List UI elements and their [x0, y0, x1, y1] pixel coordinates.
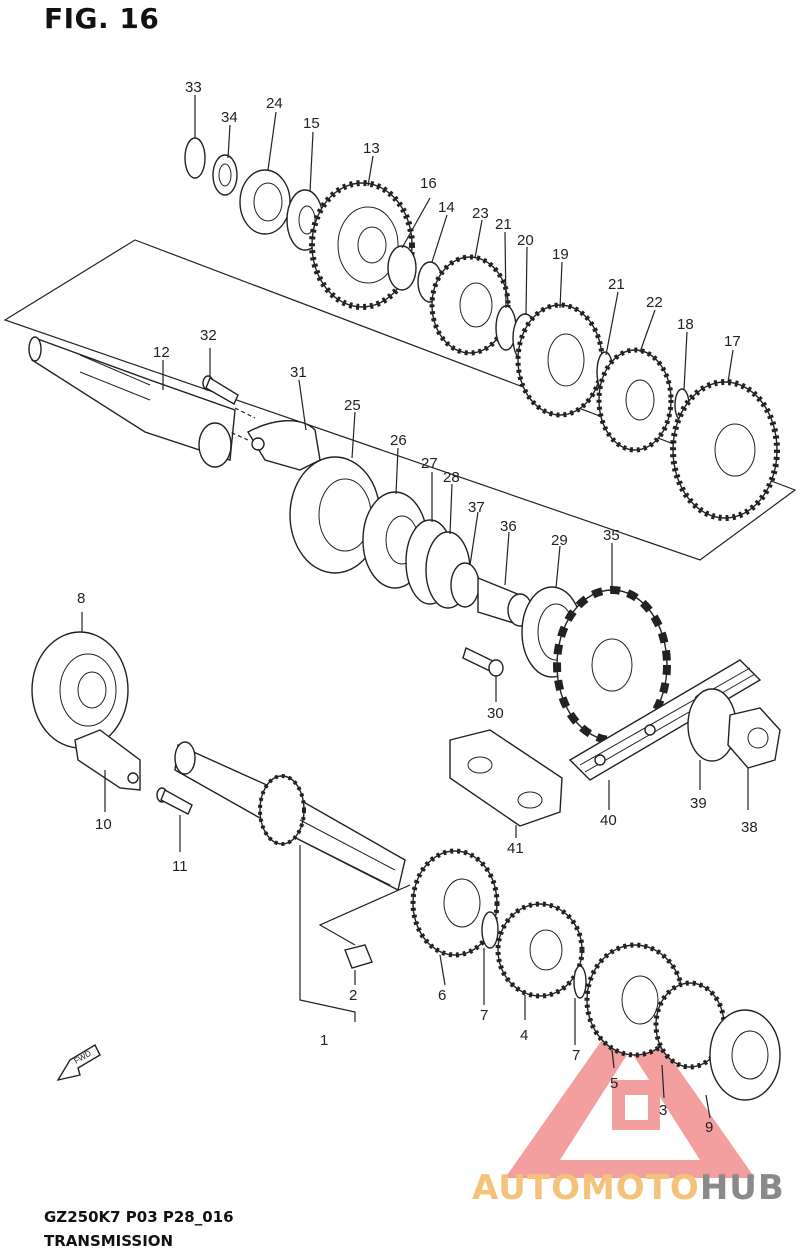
callout-c6: 6 [438, 987, 446, 1004]
callout-c18: 18 [677, 316, 694, 333]
section-title: TRANSMISSION [44, 1232, 174, 1250]
watermark-text-part2: HUB [699, 1168, 785, 1208]
callout-c41: 41 [507, 840, 524, 857]
callout-c16: 16 [420, 175, 437, 192]
callout-c7b: 7 [572, 1047, 580, 1064]
callout-c7a: 7 [480, 1007, 488, 1024]
callout-c30: 30 [487, 705, 504, 722]
callout-c25: 25 [344, 397, 361, 414]
callout-c13: 13 [363, 140, 380, 157]
upper-gear-train [184, 137, 780, 521]
o-ring-37 [450, 562, 480, 608]
bearing-9 [709, 1009, 781, 1101]
callout-c37: 37 [468, 499, 485, 516]
callout-c9: 9 [705, 1119, 713, 1136]
gear-13 [309, 180, 415, 310]
gear-6 [410, 848, 500, 958]
callout-c26: 26 [390, 432, 407, 449]
callout-c24: 24 [266, 95, 283, 112]
bearing-8 [31, 631, 129, 749]
needle-bearing-16 [387, 245, 417, 291]
bolt-32 [202, 375, 239, 405]
callout-c36: 36 [500, 518, 517, 535]
callout-c5: 5 [610, 1075, 618, 1092]
figure-title: FIG. 16 [44, 2, 160, 35]
callout-c14: 14 [438, 199, 455, 216]
callout-c31: 31 [290, 364, 307, 381]
callout-c23: 23 [472, 205, 489, 222]
bearing-retainer-10 [74, 729, 141, 791]
screw-11 [156, 787, 193, 815]
bolt-30 [462, 647, 504, 677]
washer-34 [212, 154, 238, 196]
main-shaft-1 [174, 741, 406, 892]
callout-c32: 32 [200, 327, 217, 344]
callout-c8: 8 [77, 590, 85, 607]
callout-c28: 28 [443, 469, 460, 486]
callout-c3: 3 [659, 1102, 667, 1119]
callout-c10: 10 [95, 816, 112, 833]
circlip-7-b [573, 965, 587, 999]
gear-4 [495, 901, 585, 999]
leader-lines [81, 95, 749, 1119]
lower-gear-train [410, 848, 781, 1101]
callout-c33: 33 [185, 79, 202, 96]
callout-c22: 22 [646, 294, 663, 311]
gear-23 [429, 254, 511, 356]
callout-labels: 33 34 24 15 13 16 14 23 21 20 19 21 22 1… [77, 79, 758, 1136]
callout-c12: 12 [153, 344, 170, 361]
nut-38 [727, 707, 781, 769]
callout-c34: 34 [221, 109, 238, 126]
watermark-logo [505, 1000, 755, 1178]
watermark-text-part1: AUTOMOTO [472, 1168, 700, 1208]
watermark-text: AUTOMOTOHUB [472, 1168, 785, 1208]
bearing-retainer-31 [247, 420, 321, 471]
countershaft-group-frame [3, 239, 797, 561]
gear-19 [515, 302, 605, 418]
callout-c17: 17 [724, 333, 741, 350]
callout-c21b: 21 [608, 276, 625, 293]
callout-c35: 35 [603, 527, 620, 544]
bushing-2 [344, 944, 373, 969]
callout-c4: 4 [520, 1027, 528, 1044]
callout-c39: 39 [690, 795, 707, 812]
callout-c29: 29 [551, 532, 568, 549]
callout-c15: 15 [303, 115, 320, 132]
callout-c27: 27 [421, 455, 438, 472]
chain-joint-41 [449, 729, 563, 827]
callout-c21a: 21 [495, 216, 512, 233]
drive-side-parts [289, 456, 583, 678]
model-code: GZ250K7 P03 P28_016 [44, 1208, 234, 1226]
callout-c40: 40 [600, 812, 617, 829]
gear-22 [596, 347, 674, 453]
forward-arrow-icon: FWD [56, 1044, 101, 1082]
callout-c38: 38 [741, 819, 758, 836]
callout-c2: 2 [349, 987, 357, 1004]
gear-17 [670, 379, 780, 521]
callout-c19: 19 [552, 246, 569, 263]
callout-c20: 20 [517, 232, 534, 249]
countershaft-12 [28, 336, 236, 468]
circlip-33 [184, 137, 206, 179]
callout-c11: 11 [172, 858, 188, 875]
washer-7-a [481, 911, 499, 949]
callout-c1: 1 [320, 1032, 328, 1049]
